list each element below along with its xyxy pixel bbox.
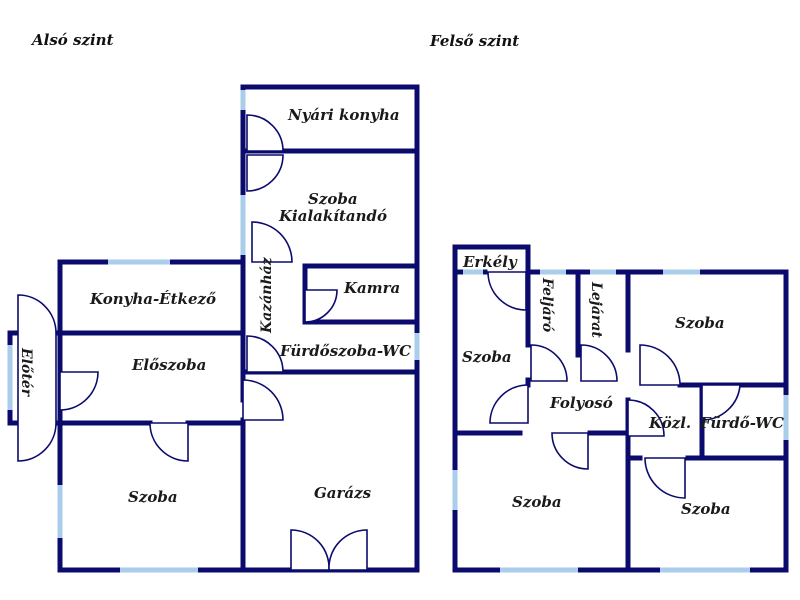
label-kamra: Kamra [343, 279, 400, 297]
label-kialakitando: Kialakítandó [278, 207, 387, 225]
door-kazanhaz [251, 221, 293, 263]
label-furdo-wc: Fürdő-WC [699, 414, 784, 432]
door-eloszoba-entry [59, 371, 99, 411]
lower-floor-labels: Nyári konyha Szoba Kialakítandó Kazánház… [18, 106, 411, 506]
upper-floor-labels: Erkély Feljáró Lejárat Szoba Szoba Folyo… [462, 253, 784, 518]
lower-floor-windows [7, 90, 420, 573]
door-furdo-wc [701, 384, 741, 421]
door-szoba-bottom-right [644, 457, 686, 499]
label-szoba-bottom-left: Szoba [512, 493, 562, 511]
door-szoba-left [489, 384, 529, 424]
label-lejarat: Lejárat [588, 281, 604, 338]
door-feljaro [530, 344, 568, 382]
door-szoba-top-right [639, 344, 681, 386]
upper-floor-doors [487, 271, 741, 499]
door-kozl [627, 399, 665, 437]
label-furdoszoba-wc: Fürdőszoba-WC [279, 342, 411, 360]
label-szoba-top-right: Szoba [675, 314, 725, 332]
door-nyari-konyha [246, 114, 284, 152]
door-lejarat [580, 344, 618, 382]
label-eloter: Előtér [18, 347, 34, 398]
label-kozl: Közl. [648, 414, 691, 432]
door-furdoszoba [246, 335, 284, 373]
label-eloszoba: Előszoba [131, 356, 206, 374]
label-konyha-etkezo: Konyha-Étkező [89, 290, 216, 308]
lower-floor-doors [17, 114, 368, 571]
label-folyoso: Folyosó [549, 394, 613, 412]
label-szoba-upper: Szoba [308, 190, 358, 208]
door-szoba-lower [149, 422, 189, 462]
label-szoba-left: Szoba [462, 348, 512, 366]
label-szoba-lower: Szoba [128, 488, 178, 506]
door-garazs-right [328, 529, 368, 571]
door-garazs-left [290, 529, 330, 571]
label-garazs: Garázs [314, 484, 372, 502]
door-szoba-bottom-left [551, 432, 589, 470]
label-szoba-bottom-right: Szoba [681, 500, 731, 518]
door-kamra [304, 289, 338, 323]
label-nyari-konyha: Nyári konyha [287, 106, 400, 124]
upper-floor: Erkély Feljáró Lejárat Szoba Szoba Folyo… [452, 244, 789, 573]
label-kazanhaz: Kazánház [259, 256, 275, 334]
lower-floor: Nyári konyha Szoba Kialakítandó Kazánház… [7, 84, 420, 573]
door-eloszoba-right [242, 379, 284, 421]
door-szoba-upper [246, 154, 284, 192]
upper-floor-windows [452, 269, 789, 573]
door-eloter [17, 294, 57, 462]
label-feljaro: Feljáró [539, 277, 555, 332]
upper-floor-title: Felső szint [429, 32, 519, 50]
lower-floor-title: Alsó szint [30, 31, 114, 49]
door-erkely [487, 271, 527, 311]
label-erkely: Erkély [462, 253, 518, 271]
